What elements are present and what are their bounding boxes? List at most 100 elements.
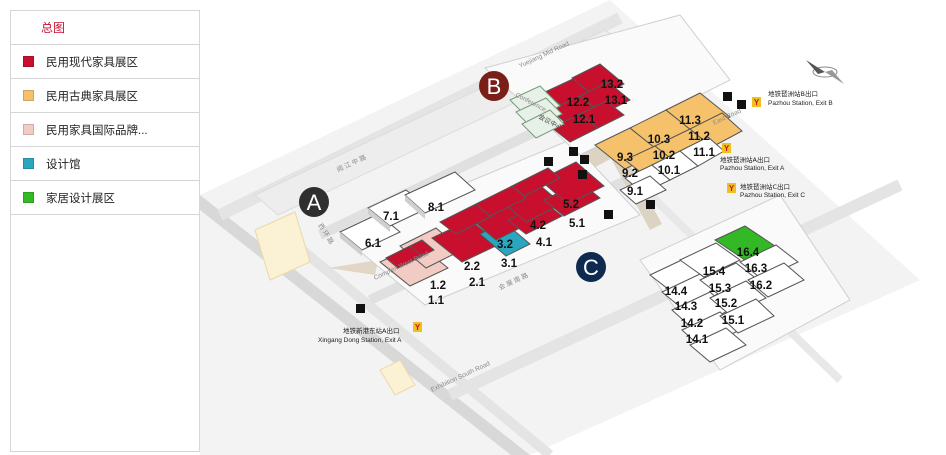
hall-14-1[interactable]: 14.1	[686, 334, 709, 346]
hall-6-1[interactable]: 6.1	[365, 238, 382, 250]
escalator-icon	[578, 170, 587, 179]
hall-2-2[interactable]: 2.2	[464, 261, 480, 273]
road-inner	[317, 115, 563, 240]
zone-c-marker[interactable]: C	[576, 252, 606, 282]
hall-14-3[interactable]: 14.3	[675, 301, 697, 313]
legend-item-modern[interactable]: 民用现代家具展区	[11, 45, 199, 79]
hall-10-1[interactable]: 10.1	[658, 165, 681, 177]
hall-2-1[interactable]: 2.1	[469, 277, 486, 289]
zone-b-circle	[479, 71, 509, 101]
escalator-icon	[569, 147, 578, 156]
zone-b-gold-halls	[594, 92, 743, 205]
exit-c-en: Pazhou Station, Exit C	[740, 192, 805, 199]
hall-15-4[interactable]: 15.4	[703, 266, 726, 278]
hall-13-2[interactable]: 13.2	[601, 79, 623, 91]
hall-5-1[interactable]: 5.1	[569, 218, 586, 230]
hall-11-1[interactable]: 11.1	[693, 147, 715, 159]
zone-a-circle	[299, 187, 329, 217]
hall-3-2[interactable]: 3.2	[497, 239, 513, 251]
exit-a-cn: 地铁琶洲站A出口	[720, 155, 770, 164]
metro-icon	[413, 322, 422, 332]
walkway-west	[328, 260, 378, 275]
metro-icon-glyph: Y	[729, 184, 735, 193]
hall-16-3[interactable]: 16.3	[745, 263, 767, 275]
hall-10-3[interactable]: 10.3	[648, 134, 670, 146]
metro-icon	[752, 97, 761, 107]
legend-item-label: 民用现代家具展区	[46, 56, 138, 69]
zone-a-red-halls	[379, 161, 605, 287]
exit-b[interactable]: Y 地铁琶洲站B出口 Pazhou Station, Exit B	[752, 89, 833, 107]
hall-11-2[interactable]: 11.2	[688, 131, 710, 143]
hall-9-3[interactable]: 9.3	[617, 152, 633, 164]
metro-icon-glyph: Y	[724, 144, 730, 153]
hall-9-2[interactable]: 9.2	[622, 168, 638, 180]
venue-map[interactable]: A B C 1.1 1.2 2.1 2.2 3.1 3.2 4.1 4.2 5.…	[200, 0, 946, 455]
conference-center	[509, 85, 565, 139]
escalator-icon	[646, 200, 655, 209]
hall-13-1[interactable]: 13.1	[605, 95, 628, 107]
exit-b-cn: 地铁琶洲站B出口	[768, 89, 818, 98]
hall-8-1[interactable]: 8.1	[428, 202, 445, 214]
escalator-icon	[723, 92, 732, 101]
hall-4-2[interactable]: 4.2	[530, 220, 546, 232]
parcel-west	[254, 211, 311, 281]
legend-item-classical[interactable]: 民用古典家具展区	[11, 79, 199, 113]
zone-a-hall-labels: 1.1 1.2 2.1 2.2 3.1 3.2 4.1 4.2 5.1 5.2 …	[365, 199, 586, 307]
hall-12-2[interactable]: 12.2	[567, 97, 589, 109]
escalator-icons	[356, 92, 746, 313]
hall-1-2[interactable]: 1.2	[430, 280, 446, 292]
swatch-icon	[23, 192, 34, 203]
venue-map-svg: A B C 1.1 1.2 2.1 2.2 3.1 3.2 4.1 4.2 5.…	[200, 0, 920, 455]
escalator-icon	[544, 157, 553, 166]
zone-b-hall-labels: 9.1 9.2 9.3 10.1 10.2 10.3 11.1 11.2 11.…	[567, 79, 716, 198]
zone-c-halls	[649, 225, 805, 363]
swatch-icon	[23, 56, 34, 67]
zone-b-letter: B	[487, 74, 502, 99]
metro-icon-glyph: Y	[415, 323, 421, 332]
legend-item-label: 家居设计展区	[46, 192, 115, 205]
hall-5-2[interactable]: 5.2	[563, 199, 579, 211]
legend-item-home-design[interactable]: 家居设计展区	[11, 181, 199, 215]
exit-xingang[interactable]: Y 地铁新港东站A出口 Xingang Dong Station, Exit A	[318, 322, 422, 344]
hall-3-1[interactable]: 3.1	[501, 258, 518, 270]
hall-7-1[interactable]: 7.1	[383, 211, 400, 223]
zone-b-red-halls	[544, 63, 631, 143]
zone-b-marker[interactable]: B	[479, 71, 509, 101]
compass-icon	[806, 60, 844, 84]
hall-4-1[interactable]: 4.1	[536, 237, 553, 249]
zone-c-letter: C	[583, 255, 599, 280]
exit-a-en: Pazhou Station, Exit A	[720, 165, 785, 172]
hall-1-1[interactable]: 1.1	[428, 295, 445, 307]
legend-item-design-hall[interactable]: 设计馆	[11, 147, 199, 181]
escalator-icon	[580, 155, 589, 164]
legend-title-overview[interactable]: 总图	[11, 11, 199, 45]
hall-14-2[interactable]: 14.2	[681, 318, 703, 330]
legend-panel: 总图 民用现代家具展区 民用古典家具展区 民用家具国际品牌... 设计馆 家居设…	[10, 10, 200, 452]
hall-10-2[interactable]: 10.2	[653, 150, 675, 162]
hall-15-3[interactable]: 15.3	[709, 283, 731, 295]
hall-15-1[interactable]: 15.1	[722, 315, 745, 327]
hall-14-4[interactable]: 14.4	[665, 286, 688, 298]
escalator-icon	[604, 210, 613, 219]
hall-9-1[interactable]: 9.1	[627, 186, 644, 198]
exit-c-cn: 地铁琶洲站C出口	[740, 182, 790, 191]
exit-xingang-en: Xingang Dong Station, Exit A	[318, 337, 402, 344]
swatch-icon	[23, 158, 34, 169]
hall-15-2[interactable]: 15.2	[715, 298, 737, 310]
hall-12-1[interactable]: 12.1	[573, 114, 596, 126]
zone-a-marker[interactable]: A	[299, 187, 329, 217]
exit-xingang-cn: 地铁新港东站A出口	[343, 326, 399, 335]
exit-a-pazhou[interactable]: Y 地铁琶洲站A出口 Pazhou Station, Exit A	[720, 143, 785, 172]
hall-11-3[interactable]: 11.3	[679, 115, 701, 127]
swatch-icon	[23, 124, 34, 135]
parcel-south	[379, 359, 416, 396]
legend-item-international[interactable]: 民用家具国际品牌...	[11, 113, 199, 147]
hall-16-2[interactable]: 16.2	[750, 280, 772, 292]
metro-icon-glyph: Y	[754, 98, 760, 107]
zone-a-letter: A	[307, 190, 322, 215]
exit-c[interactable]: Y 地铁琶洲站C出口 Pazhou Station, Exit C	[727, 182, 805, 199]
metro-icon	[722, 143, 731, 153]
legend-item-label: 设计馆	[46, 158, 81, 171]
hall-16-4[interactable]: 16.4	[737, 247, 760, 259]
exit-b-en: Pazhou Station, Exit B	[768, 100, 833, 107]
